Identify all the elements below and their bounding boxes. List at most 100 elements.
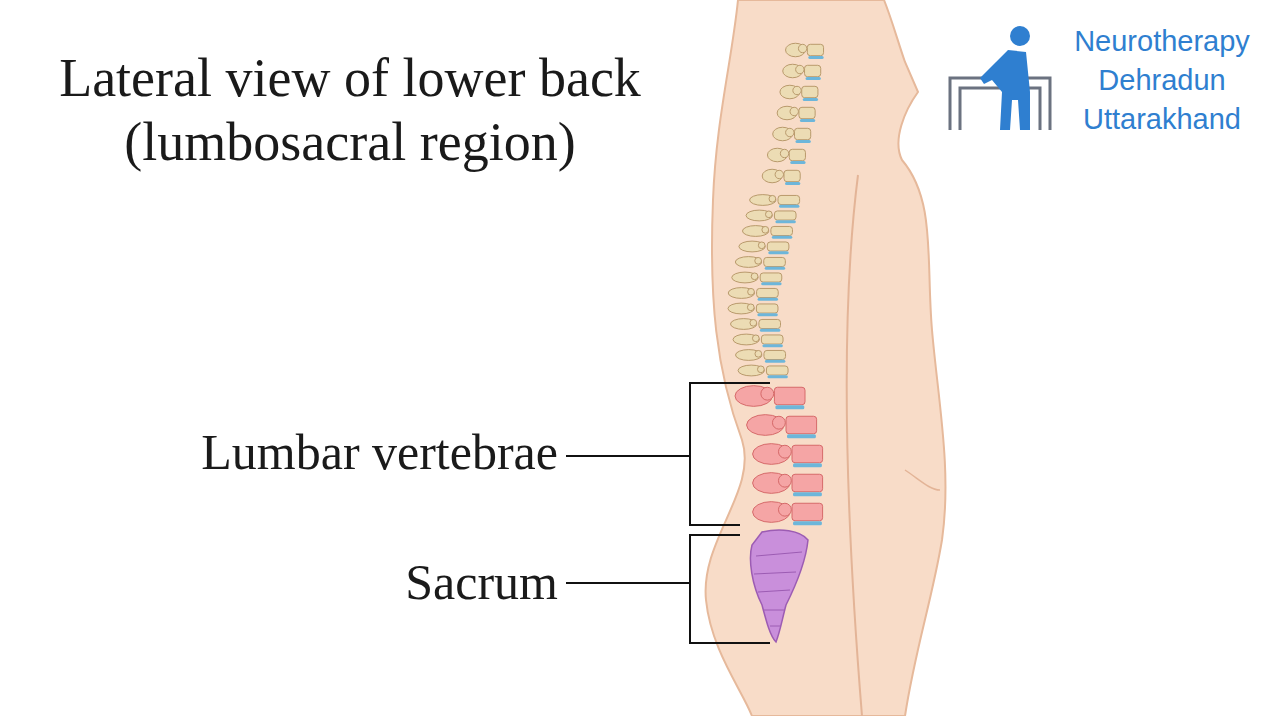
watermark: Neurotherapy Dehradun Uttarakhand [1050, 22, 1274, 139]
intervertebral-disc [800, 119, 815, 122]
intervertebral-disc [767, 375, 787, 378]
vertebra-facet [765, 211, 772, 218]
vertebra-body [784, 170, 800, 181]
vertebra-facet [752, 335, 759, 342]
part-label: Sacrum [158, 552, 558, 612]
lumbar-body [786, 416, 817, 433]
intervertebral-disc [758, 298, 778, 301]
intervertebral-disc [765, 267, 785, 270]
intervertebral-disc [768, 251, 788, 254]
vertebra-body [757, 288, 779, 297]
vertebra-facet [758, 242, 765, 249]
vertebra-facet [748, 288, 755, 295]
vertebra-body [778, 195, 800, 204]
logo-icon [950, 26, 1050, 130]
intervertebral-disc [796, 140, 811, 143]
vertebra-body [761, 335, 783, 344]
sacrum-segments [754, 552, 802, 626]
lumbar-body [792, 474, 823, 491]
vertebra-facet [750, 319, 757, 326]
person-head [1010, 26, 1030, 46]
vertebra-body [789, 149, 805, 160]
lumbar-facet [778, 445, 791, 458]
title: Lateral view of lower back (lumbosacral … [4, 46, 696, 174]
lumbar-facet [778, 474, 791, 487]
vertebra-facet [762, 226, 769, 233]
arm-outline [846, 175, 862, 716]
leader-line [566, 455, 690, 457]
vertebra-process [728, 288, 754, 299]
lumbar-facet [761, 387, 774, 400]
vertebra-body [764, 257, 786, 266]
intervertebral-disc [803, 98, 818, 101]
vertebra-body [799, 107, 815, 118]
lumbar-facet [772, 416, 785, 429]
intervertebral-disc [765, 360, 785, 363]
vertebra-facet [790, 107, 798, 115]
intervertebral-disc [761, 282, 781, 285]
intervertebral-disc [808, 56, 823, 59]
intervertebral-disc [775, 220, 795, 223]
vertebra-process [735, 257, 761, 268]
intervertebral-disc [779, 205, 799, 208]
intervertebral-disc [785, 182, 800, 185]
intervertebral-disc [772, 236, 792, 239]
leader-line [566, 582, 690, 584]
vertebra-facet [796, 65, 804, 73]
vertebra-process [732, 272, 758, 283]
bracket [566, 383, 770, 643]
lumbar-facet [778, 503, 791, 516]
vertebra-facet [769, 195, 776, 202]
vertebra-body [766, 366, 788, 375]
vertebra-body [756, 304, 778, 313]
vertebra-process [750, 195, 776, 206]
intervertebral-disc [787, 434, 816, 438]
vertebra-body [807, 44, 823, 55]
vertebra-facet [747, 304, 754, 311]
lumbar-bracket [690, 383, 770, 525]
waist-fold [905, 470, 940, 490]
vertebra-body [764, 350, 786, 359]
intervertebral-disc [757, 313, 777, 316]
intervertebral-disc [806, 77, 821, 80]
vertebra-facet [786, 128, 794, 136]
vertebra-body [760, 273, 782, 282]
vertebra-body [767, 242, 789, 251]
part-label: Lumbar vertebrae [38, 422, 558, 482]
vertebra-body [759, 319, 781, 328]
sacrum-bracket [690, 535, 770, 643]
vertebra-body [774, 211, 796, 220]
intervertebral-disc [760, 329, 780, 332]
intervertebral-disc [793, 492, 822, 496]
vertebra-facet [755, 350, 762, 357]
vertebra-process [742, 226, 768, 237]
sacrum-bone [750, 530, 808, 642]
vertebra-process [738, 365, 764, 376]
vertebra-body [771, 226, 793, 235]
vertebra-facet [793, 86, 801, 94]
intervertebral-disc [775, 405, 804, 409]
vertebra-facet [757, 366, 764, 373]
intervertebral-disc [762, 344, 782, 347]
lumbar-body [792, 445, 823, 462]
vertebra-process [739, 241, 765, 252]
vertebra-facet [780, 149, 788, 157]
intervertebral-disc [793, 521, 822, 525]
body-silhouette [706, 0, 946, 716]
vertebra-facet [775, 170, 783, 178]
intervertebral-disc [790, 161, 805, 164]
vertebra-facet [755, 257, 762, 264]
vertebra-process [746, 210, 772, 221]
vertebra-process [728, 303, 754, 314]
lumbar-body [792, 503, 823, 520]
vertebra-process [736, 350, 762, 361]
person-body [980, 50, 1030, 130]
lumbar-body [774, 387, 805, 404]
intervertebral-disc [793, 463, 822, 467]
vertebra-body [805, 65, 821, 76]
vertebra-facet [798, 44, 806, 52]
vertebra-process [733, 334, 759, 345]
spine [728, 43, 824, 525]
vertebra-body [802, 86, 818, 97]
vertebra-body [795, 128, 811, 139]
